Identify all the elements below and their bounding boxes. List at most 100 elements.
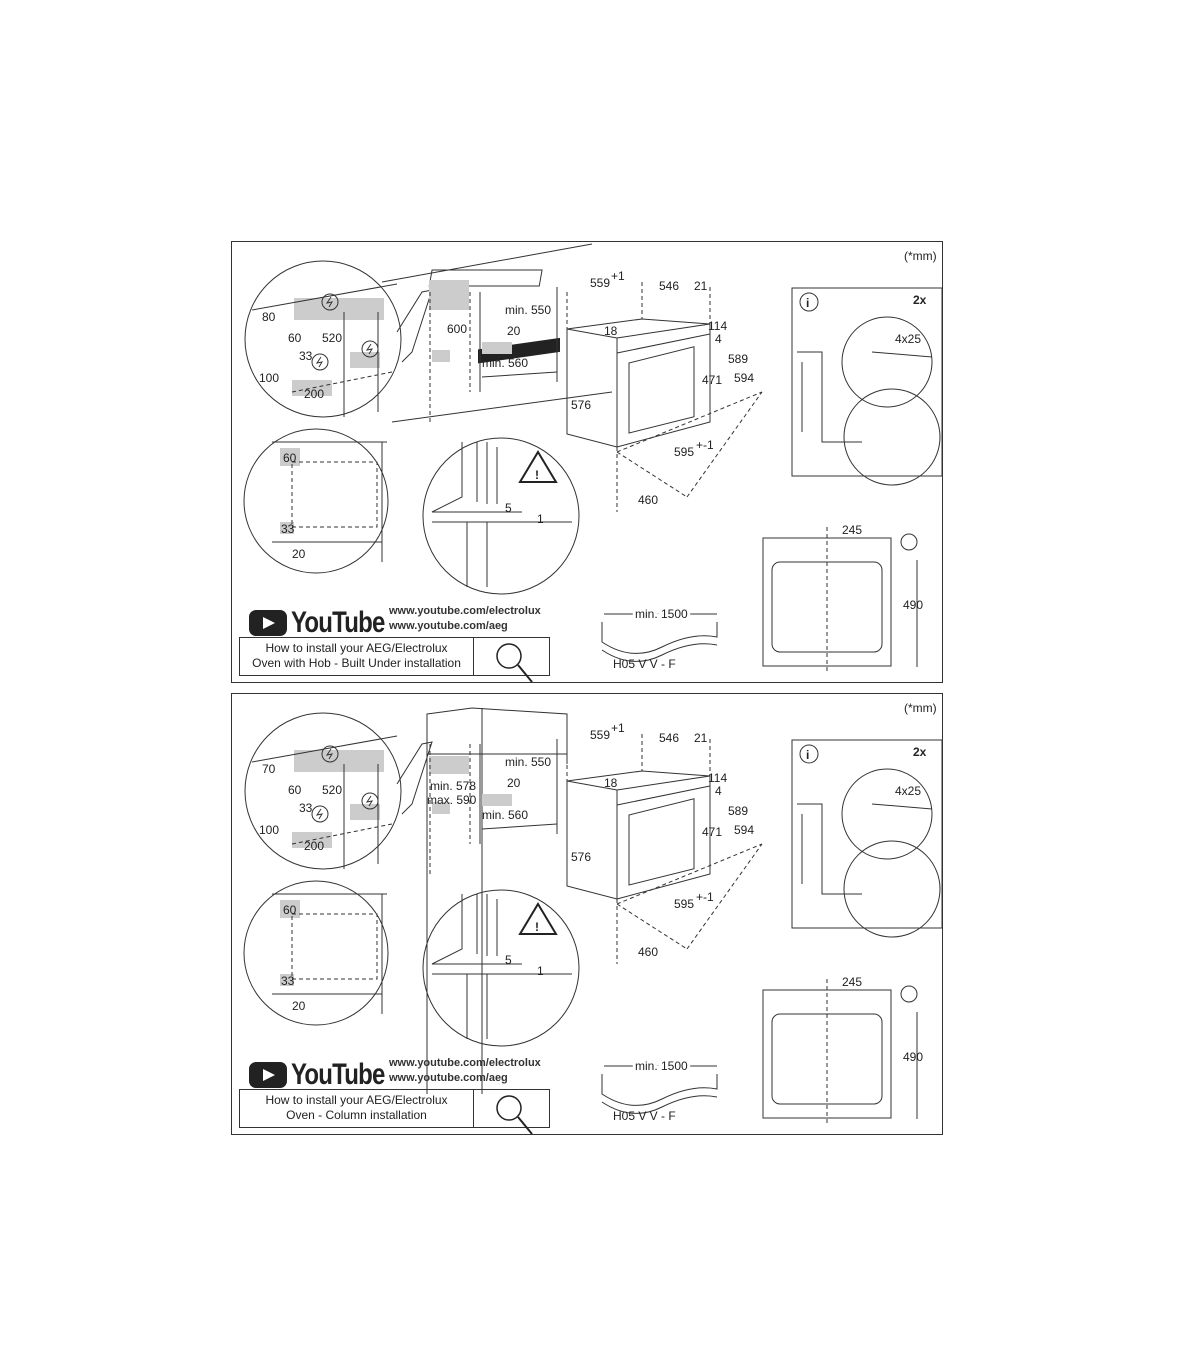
corner-detail-circle xyxy=(243,880,389,1026)
cable-drawing xyxy=(601,613,718,662)
dimension-oven-depth-total: 559 xyxy=(590,276,610,290)
dimension-floor-gap: 5 xyxy=(505,953,512,967)
dimension-side: 60 xyxy=(288,783,302,797)
dimension-panel-height: 114 xyxy=(708,771,727,785)
electrical-warning-icon xyxy=(311,353,329,371)
screw-count: 2x xyxy=(913,293,927,307)
dimension-corner-bottom: 33 xyxy=(281,974,295,988)
electrical-warning-icon xyxy=(900,533,918,551)
fixing-screw-box xyxy=(791,287,943,486)
floor-detail-circle: ! xyxy=(422,889,580,1047)
dimension-front-width: 245 xyxy=(842,975,862,989)
info-icon: i xyxy=(806,748,809,762)
dimension-tolerance: +1 xyxy=(611,721,625,735)
search-icon xyxy=(474,638,549,683)
dimension-corner-side: 20 xyxy=(292,999,306,1013)
dimension-panel-gap: 4 xyxy=(715,332,722,346)
dimension-side-height: 576 xyxy=(571,850,591,864)
caption-line-2: Oven - Column installation xyxy=(286,1108,427,1122)
dimension-top-gap: 18 xyxy=(604,324,618,338)
electrical-warning-icon xyxy=(900,985,918,1003)
corner-detail-circle xyxy=(243,428,389,574)
dimension-height: 520 xyxy=(322,783,342,797)
dimension-cabinet-width: min. 560 xyxy=(482,808,528,822)
dimension-cabinet-gap: 20 xyxy=(507,324,521,338)
cable-drawing xyxy=(601,1065,718,1114)
svg-text:!: ! xyxy=(535,468,539,482)
dimension-corner-top: 60 xyxy=(283,903,297,917)
front-view-drawing xyxy=(762,527,918,672)
unit-note: (*mm) xyxy=(904,701,937,715)
cable-length-label: min. 1500 xyxy=(635,1059,688,1073)
dimension-cabinet-depth: min. 550 xyxy=(505,303,551,317)
oven-dimension-drawing xyxy=(566,282,763,512)
dimension-cabinet-height: 600 xyxy=(447,322,467,336)
dimension-oven-width: 595 xyxy=(674,445,694,459)
cabinet-drawing xyxy=(426,707,568,1094)
dimension-cabinet-min-height: min. 578 xyxy=(430,779,476,793)
electrical-warning-icon xyxy=(321,745,339,763)
electrolux-youtube-link[interactable]: www.youtube.com/electrolux xyxy=(389,1057,541,1069)
dimension-front-height: 490 xyxy=(903,598,923,612)
electrical-warning-icon xyxy=(361,792,379,810)
dimension-side: 60 xyxy=(288,331,302,345)
dimension-front-thickness: 21 xyxy=(694,279,708,293)
dimension-width: 200 xyxy=(304,387,324,401)
unit-note: (*mm) xyxy=(904,249,937,263)
aeg-youtube-link[interactable]: www.youtube.com/aeg xyxy=(389,1072,508,1084)
dimension-front-width: 245 xyxy=(842,523,862,537)
dimension-front-height: 589 xyxy=(728,352,748,366)
electrical-warning-icon xyxy=(311,805,329,823)
screw-size: 4x25 xyxy=(895,332,921,346)
electrical-warning-icon xyxy=(361,340,379,358)
dimension-oven-body-depth: 546 xyxy=(659,731,679,745)
search-icon xyxy=(474,1090,549,1135)
play-icon xyxy=(249,610,287,636)
dimension-side-height: 576 xyxy=(571,398,591,412)
dimension-small: 33 xyxy=(299,349,313,363)
dimension-small: 33 xyxy=(299,801,313,815)
dimension-cabinet-width: min. 560 xyxy=(482,356,528,370)
electrolux-youtube-link[interactable]: www.youtube.com/electrolux xyxy=(389,605,541,617)
dimension-corner-bottom: 33 xyxy=(281,522,295,536)
dimension-top-gap: 18 xyxy=(604,776,618,790)
dimension-corner-side: 20 xyxy=(292,547,306,561)
dimension-total-height: 594 xyxy=(734,371,754,385)
dimension-tolerance: +-1 xyxy=(696,438,714,452)
caption-line-2: Oven with Hob - Built Under installation xyxy=(252,656,461,670)
dimension-front-height: 589 xyxy=(728,804,748,818)
dimension-inner-height: 471 xyxy=(702,825,722,839)
oven-dimension-drawing xyxy=(566,734,763,964)
dimension-low: 100 xyxy=(259,371,279,385)
youtube-logo: YouTube xyxy=(249,1058,408,1092)
dimension-width: 200 xyxy=(304,839,324,853)
cable-type-label: H05 V V - F xyxy=(613,657,676,671)
dimension-total-height: 594 xyxy=(734,823,754,837)
aeg-youtube-link[interactable]: www.youtube.com/aeg xyxy=(389,620,508,632)
dimension-inner-height: 471 xyxy=(702,373,722,387)
cable-type-label: H05 V V - F xyxy=(613,1109,676,1123)
dimension-cabinet-max-height: max. 590 xyxy=(427,793,477,807)
screw-size: 4x25 xyxy=(895,784,921,798)
dimension-oven-body-depth: 546 xyxy=(659,279,679,293)
youtube-wordmark: YouTube xyxy=(291,1058,385,1091)
dimension-front-thickness: 21 xyxy=(694,731,708,745)
electrical-detail-circle xyxy=(244,712,402,870)
floor-detail-circle: ! xyxy=(422,437,580,595)
electrical-detail-circle xyxy=(244,260,402,418)
dimension-floor-step: 1 xyxy=(537,512,544,526)
dimension-oven-depth: 460 xyxy=(638,493,658,507)
dimension-low: 100 xyxy=(259,823,279,837)
youtube-wordmark: YouTube xyxy=(291,606,385,639)
electrical-warning-icon xyxy=(321,293,339,311)
dimension-front-height: 490 xyxy=(903,1050,923,1064)
dimension-oven-depth: 460 xyxy=(638,945,658,959)
caption-line-1: How to install your AEG/Electrolux xyxy=(265,641,448,655)
dimension-top: 70 xyxy=(262,762,276,776)
